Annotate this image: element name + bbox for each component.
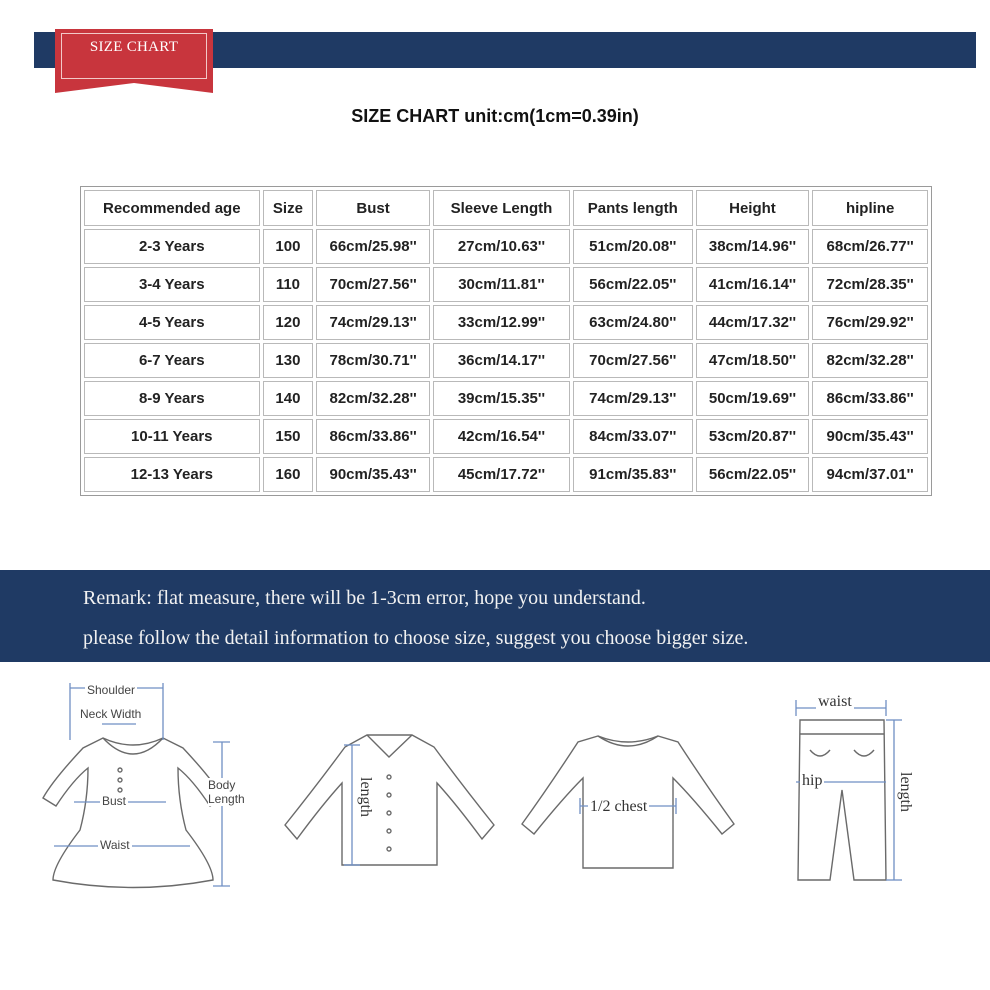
cell-age: 2-3 Years [84, 229, 260, 264]
waist-label: Waist [98, 838, 132, 852]
cell-pants-length: 70cm/27.56'' [572, 343, 693, 378]
table-row: 2-3 Years 100 66cm/25.98'' 27cm/10.63'' … [84, 229, 928, 264]
chart-title: SIZE CHART unit:cm(1cm=0.39in) [351, 106, 639, 126]
cell-hipline: 82cm/32.28'' [812, 343, 928, 378]
size-table: Recommended age Size Bust Sleeve Length … [80, 186, 932, 496]
cell-size: 150 [262, 419, 314, 454]
header-hipline: hipline [812, 190, 928, 226]
header-bust: Bust [316, 190, 430, 226]
sweater-diagram: 1/2 chest [518, 728, 738, 873]
ribbon-border [61, 33, 207, 79]
cell-sleeve-length: 36cm/14.17'' [432, 343, 570, 378]
table-row: 12-13 Years 160 90cm/35.43'' 45cm/17.72'… [84, 457, 928, 492]
cell-hipline: 72cm/28.35'' [812, 267, 928, 302]
cell-bust: 82cm/32.28'' [316, 381, 430, 416]
cell-pants-length: 84cm/33.07'' [572, 419, 693, 454]
cell-hipline: 94cm/37.01'' [812, 457, 928, 492]
ribbon-label: SIZE CHART [89, 39, 179, 55]
shirt-illustration [284, 734, 495, 866]
cell-bust: 70cm/27.56'' [316, 267, 430, 302]
cell-sleeve-length: 39cm/15.35'' [432, 381, 570, 416]
cell-age: 12-13 Years [84, 457, 260, 492]
remark-line-2: please follow the detail information to … [83, 627, 749, 649]
cell-sleeve-length: 45cm/17.72'' [432, 457, 570, 492]
cell-size: 120 [262, 305, 314, 340]
cell-age: 3-4 Years [84, 267, 260, 302]
half-chest-label: 1/2 chest [588, 798, 650, 816]
cell-height: 38cm/14.96'' [695, 229, 810, 264]
table-header-row: Recommended age Size Bust Sleeve Length … [84, 190, 928, 226]
cell-hipline: 68cm/26.77'' [812, 229, 928, 264]
cell-pants-length: 56cm/22.05'' [572, 267, 693, 302]
cell-height: 41cm/16.14'' [695, 267, 810, 302]
header-size: Size [262, 190, 314, 226]
cell-size: 110 [262, 267, 314, 302]
cell-height: 47cm/18.50'' [695, 343, 810, 378]
cell-pants-length: 91cm/35.83'' [572, 457, 693, 492]
ribbon-notch [55, 83, 213, 93]
cell-height: 50cm/19.69'' [695, 381, 810, 416]
bust-label: Bust [100, 794, 129, 808]
cell-height: 56cm/22.05'' [695, 457, 810, 492]
cell-size: 160 [262, 457, 314, 492]
length-label: length [357, 777, 374, 817]
dress-diagram: Shoulder Neck Width Bust Waist Body Leng… [8, 680, 268, 895]
cell-age: 4-5 Years [84, 305, 260, 340]
table-row: 4-5 Years 120 74cm/29.13'' 33cm/12.99'' … [84, 305, 928, 340]
cell-sleeve-length: 42cm/16.54'' [432, 419, 570, 454]
cell-hipline: 90cm/35.43'' [812, 419, 928, 454]
cell-pants-length: 74cm/29.13'' [572, 381, 693, 416]
cell-age: 10-11 Years [84, 419, 260, 454]
header-pants-length: Pants length [572, 190, 693, 226]
cell-bust: 86cm/33.86'' [316, 419, 430, 454]
hip-label: hip [800, 772, 825, 790]
cell-age: 6-7 Years [84, 343, 260, 378]
header-sleeve-length: Sleeve Length [432, 190, 570, 226]
header-height: Height [695, 190, 810, 226]
remark-line-1: Remark: flat measure, there will be 1-3c… [83, 587, 646, 609]
cell-sleeve-length: 27cm/10.63'' [432, 229, 570, 264]
cell-height: 53cm/20.87'' [695, 419, 810, 454]
cell-age: 8-9 Years [84, 381, 260, 416]
cell-pants-length: 63cm/24.80'' [572, 305, 693, 340]
cell-pants-length: 51cm/20.08'' [572, 229, 693, 264]
cell-bust: 66cm/25.98'' [316, 229, 430, 264]
table-row: 10-11 Years 150 86cm/33.86'' 42cm/16.54'… [84, 419, 928, 454]
table-row: 6-7 Years 130 78cm/30.71'' 36cm/14.17'' … [84, 343, 928, 378]
cell-hipline: 76cm/29.92'' [812, 305, 928, 340]
header-age: Recommended age [84, 190, 260, 226]
cell-bust: 90cm/35.43'' [316, 457, 430, 492]
cell-size: 100 [262, 229, 314, 264]
cell-bust: 78cm/30.71'' [316, 343, 430, 378]
table-row: 3-4 Years 110 70cm/27.56'' 30cm/11.81'' … [84, 267, 928, 302]
shirt-diagram: length [282, 725, 497, 875]
cell-height: 44cm/17.32'' [695, 305, 810, 340]
size-chart-ribbon: SIZE CHART [55, 29, 213, 93]
pants-diagram: waist hip length [786, 690, 976, 885]
cell-hipline: 86cm/33.86'' [812, 381, 928, 416]
neck-width-label: Neck Width [80, 707, 142, 721]
cell-sleeve-length: 33cm/12.99'' [432, 305, 570, 340]
remark-banner: Remark: flat measure, there will be 1-3c… [0, 570, 990, 662]
shoulder-label: Shoulder [85, 683, 138, 697]
length-label: length [897, 772, 914, 812]
body-length-label: Body Length [208, 778, 245, 806]
cell-size: 140 [262, 381, 314, 416]
cell-sleeve-length: 30cm/11.81'' [432, 267, 570, 302]
cell-bust: 74cm/29.13'' [316, 305, 430, 340]
cell-size: 130 [262, 343, 314, 378]
pants-illustration [795, 700, 902, 881]
table-row: 8-9 Years 140 82cm/32.28'' 39cm/15.35'' … [84, 381, 928, 416]
waist-label: waist [816, 693, 854, 711]
